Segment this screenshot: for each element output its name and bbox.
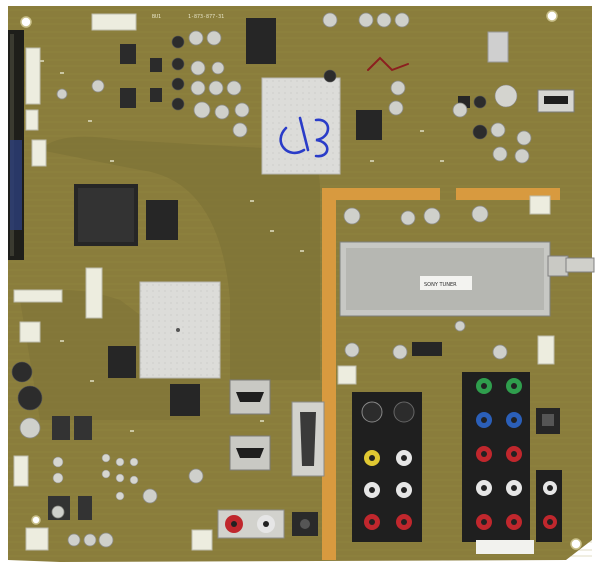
tuner-label: SONY TUNER: [424, 282, 457, 288]
av-jacks-left: [364, 450, 412, 530]
silkscreen-board-code: BU1: [152, 14, 161, 20]
vga-port: [291, 401, 325, 477]
memory-chip: [246, 18, 276, 64]
silkscreen-part-number: 1-873-877-31: [188, 14, 224, 20]
av-input-block-left: [352, 392, 422, 542]
component-jacks: [476, 378, 522, 530]
rca-output-pair: [217, 509, 285, 539]
tv-tuner-module: SONY TUNER: [339, 241, 595, 317]
copper-guard-strip: [322, 188, 440, 560]
hdmi-port: [229, 379, 271, 471]
white-header-connector: [91, 13, 137, 31]
capacitor-row: [19, 12, 532, 548]
